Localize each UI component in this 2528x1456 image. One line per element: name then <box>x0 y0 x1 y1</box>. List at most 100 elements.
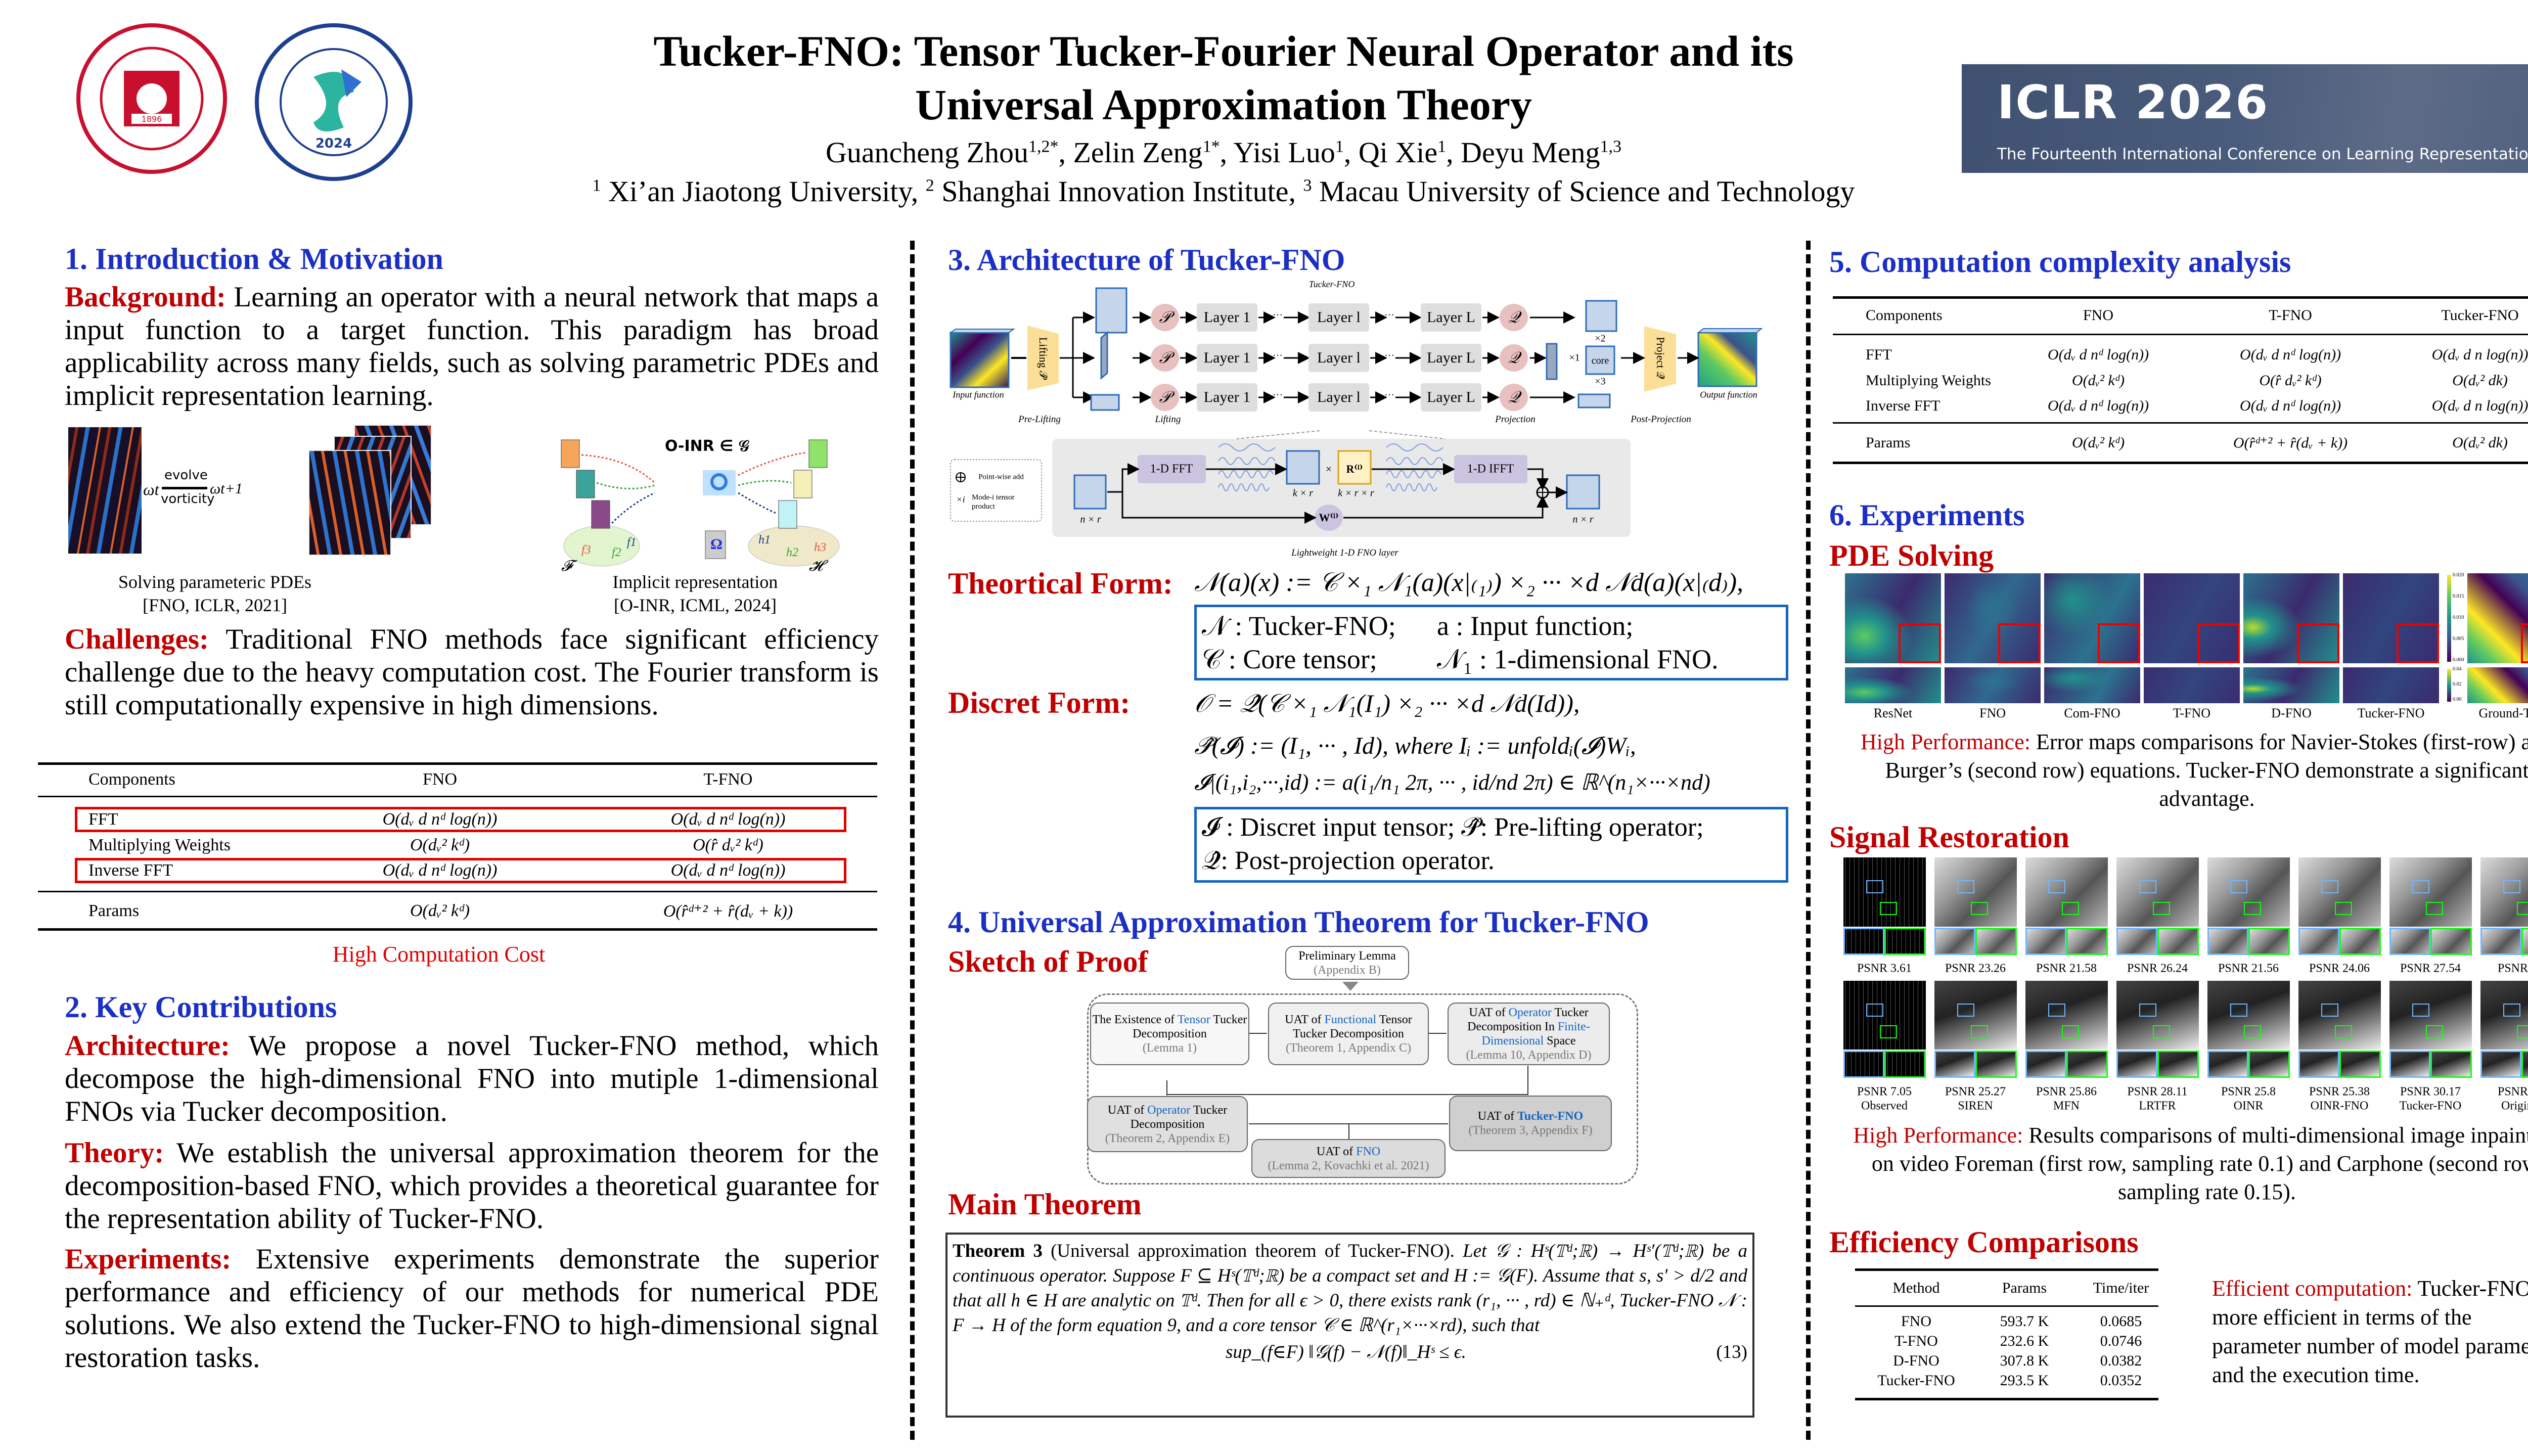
layer-box <box>1197 344 1257 372</box>
ifft-label: 1-D IFFT <box>1467 462 1514 476</box>
contribution-architecture: Architecture: We propose a novel Tucker-… <box>65 1030 879 1127</box>
roi-box-blue <box>2230 880 2247 893</box>
projection-circle <box>1500 384 1528 411</box>
contribution-theory: Theory: We establish the universal appro… <box>65 1137 879 1235</box>
zoom-inset <box>2197 623 2240 663</box>
roi-box-green <box>2517 1025 2528 1038</box>
table-cell: 0.0685 <box>2100 1313 2142 1330</box>
section-heading-architecture: 3. Architecture of Tucker-FNO <box>948 243 1345 277</box>
column-divider-1 <box>910 241 915 1440</box>
restored-frame <box>2389 857 2472 927</box>
layer-label: Layer l <box>1317 309 1361 326</box>
roi-box-green <box>2335 902 2352 915</box>
efficiency-note: Efficient computation: Tucker-FNO is mor… <box>2212 1276 2528 1387</box>
input-function-label: Input function <box>953 389 1004 400</box>
psnr-label: PSNR 25.38 <box>2309 1085 2370 1099</box>
zoom-inset-green <box>2157 928 2199 955</box>
zoom-inset-green <box>1884 928 1926 955</box>
ellipsis: ··· <box>1384 350 1394 361</box>
layer-caption: Lightweight 1-D FNO layer <box>1291 548 1398 558</box>
roi-box-green <box>2426 1025 2443 1038</box>
layer-box <box>1421 303 1481 332</box>
method-label: Ground-Truth <box>2478 706 2528 720</box>
vorticity-output-stack <box>308 425 432 556</box>
ellipsis: ··· <box>1273 389 1283 401</box>
projection-circle <box>1500 304 1528 331</box>
poster-title: Tucker-FNO: Tensor Tucker-Fourier Neural… <box>506 24 1942 131</box>
omega-symbol: Ω <box>710 536 723 553</box>
stage-label: Pre-Lifting <box>1018 414 1061 425</box>
table-cell: Multiplying Weights <box>1866 372 1991 389</box>
author: Guancheng Zhou1,2*, <box>825 136 1073 169</box>
zoom-inset-blue <box>2298 1051 2339 1078</box>
author: Qi Xie1, <box>1358 136 1461 169</box>
psnr-label: PSNR 26.24 <box>2127 962 2188 975</box>
zoom-inset-blue <box>2480 1051 2521 1078</box>
projection-operator-symbol: 𝒬 <box>1508 348 1520 367</box>
method-label: Original <box>2501 1099 2528 1113</box>
signal-caption: High Performance: Results comparisons of… <box>1853 1123 2528 1204</box>
pde-error-map <box>2243 573 2339 663</box>
output-function-label: Output function <box>1700 389 1757 400</box>
sketch-of-proof-label: Sketch of Proof <box>948 945 1148 978</box>
zoom-inset-blue <box>2389 928 2430 955</box>
table-cell: O(dᵥ² dk) <box>2452 372 2508 389</box>
psnr-label: PSNR Inf <box>2497 1085 2528 1099</box>
column-divider-2 <box>1806 241 1811 1440</box>
psnr-label: PSNR 24.06 <box>2309 962 2370 975</box>
pde-error-map <box>2343 573 2439 663</box>
zoom-inset-blue <box>1934 928 1975 955</box>
roi-box-green <box>1971 902 1988 915</box>
efficiency-comparisons-label: Efficiency Comparisons <box>1829 1225 2139 1259</box>
layer-label: Layer 1 <box>1203 389 1251 405</box>
table-cell: Inverse FFT <box>1866 397 1940 414</box>
mode-1-factor <box>1546 343 1558 380</box>
output-dims-label: n × r <box>1572 514 1594 525</box>
table-cell: Inverse FFT <box>88 861 173 880</box>
psnr-label: PSNR 21.58 <box>2036 962 2097 975</box>
zoom-inset-green <box>2066 1051 2108 1078</box>
roi-box-blue <box>2321 880 2338 893</box>
colorbar-tick: 0.010 <box>2453 615 2464 620</box>
lifting-operator-symbol: 𝒫 <box>1159 308 1171 326</box>
roi-box-green <box>2153 902 2170 915</box>
table-cell: O(dᵥ d nᵈ log(n)) <box>382 861 498 880</box>
psnr-label: PSNR 3.61 <box>1857 962 1912 975</box>
zoom-inset-blue <box>2207 1051 2248 1078</box>
conference-banner: ICLR 2026 The Fourteenth International C… <box>1962 64 2528 173</box>
roi-box-blue <box>1866 1004 1883 1017</box>
table-cell: Multiplying Weights <box>88 836 231 854</box>
xjtu-logo: 1896 <box>76 23 228 174</box>
table-cell: O(dᵥ² kᵈ) <box>410 836 470 854</box>
table-header: Params <box>2002 1280 2047 1296</box>
method-label: Com-FNO <box>2064 706 2120 720</box>
layer-label: Layer L <box>1427 389 1475 405</box>
table-cell: O(dᵥ d nᵈ log(n)) <box>2047 346 2149 363</box>
roi-box-blue <box>1866 880 1883 893</box>
method-label: FNO <box>1979 706 2006 720</box>
evolve-label: evolve <box>164 468 208 483</box>
lifting-circle <box>1151 344 1179 372</box>
table-cell: O(r̂ᵈ⁺² + r̂(dᵥ + k)) <box>2233 434 2348 451</box>
table-cell: O(dᵥ² kᵈ) <box>2071 434 2125 451</box>
pde-error-map <box>2044 573 2140 663</box>
psnr-label: PSNR 30.17 <box>2400 1085 2461 1099</box>
zoom-inset-blue <box>2298 928 2339 955</box>
colorbar-tick: 0.00 <box>2453 697 2462 702</box>
legend-mode-product: Mode-i tensor product <box>972 493 1015 511</box>
highlight-box-fft <box>75 807 846 832</box>
zoom-inset <box>2297 623 2339 663</box>
colorbar-tick: 0.04 <box>2453 666 2462 672</box>
table-cell: O(dᵥ d nᵈ log(n)) <box>382 810 498 829</box>
down-arrow-icon <box>1342 982 1359 991</box>
zoom-inset-blue <box>1843 928 1884 955</box>
theoretical-formula: 𝒩(a)(x) := 𝒞 ×₁ 𝒩₁(a)(x|₍₁₎) ×₂ ··· ×d 𝒩… <box>1194 568 1744 597</box>
zoom-inset <box>1998 623 2041 663</box>
zoom-inset-blue <box>2116 1051 2157 1078</box>
roi-box-blue <box>2139 1004 2156 1017</box>
table-cell: FNO <box>1901 1313 1932 1330</box>
psnr-label: PSNR 7.05 <box>1857 1085 1912 1099</box>
zoom-inset-green <box>2521 1051 2528 1078</box>
psnr-label: PSNR 28.11 <box>2127 1085 2188 1099</box>
